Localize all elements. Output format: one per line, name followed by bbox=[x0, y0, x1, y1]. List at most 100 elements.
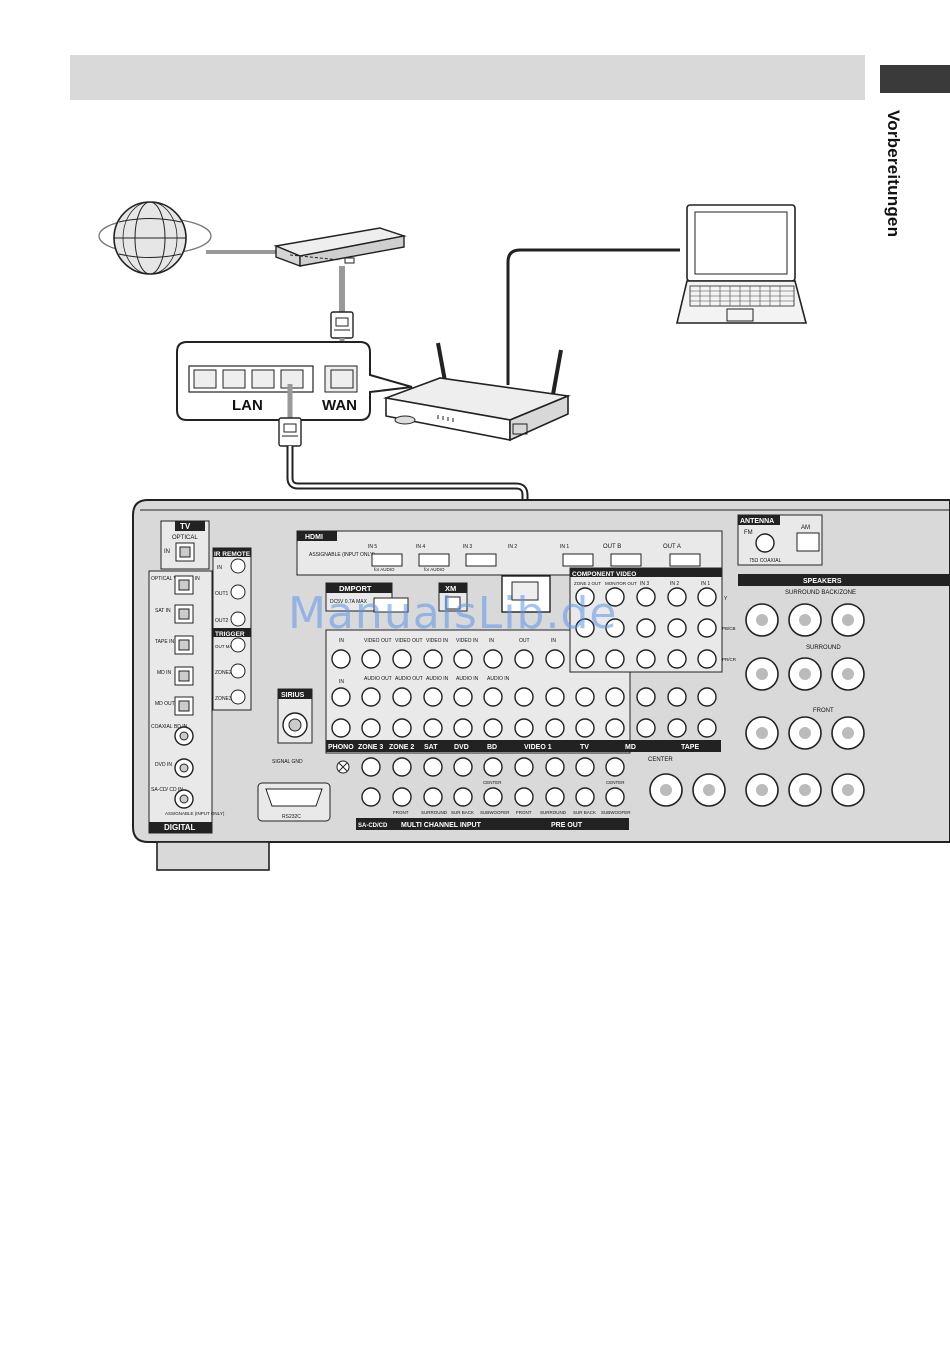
svg-text:IN 2: IN 2 bbox=[508, 544, 517, 550]
svg-text:OUT1: OUT1 bbox=[215, 591, 229, 597]
svg-text:SUR BACK: SUR BACK bbox=[573, 810, 596, 815]
svg-text:IN 5: IN 5 bbox=[368, 544, 377, 550]
svg-text:SURROUND: SURROUND bbox=[806, 645, 841, 651]
svg-text:CENTER: CENTER bbox=[483, 780, 502, 785]
svg-text:MULTI CHANNEL INPUT: MULTI CHANNEL INPUT bbox=[401, 822, 482, 829]
svg-text:AUDIO OUT: AUDIO OUT bbox=[364, 676, 392, 682]
svg-text:SIRIUS: SIRIUS bbox=[281, 692, 305, 699]
header-band bbox=[70, 55, 865, 100]
svg-text:VIDEO IN: VIDEO IN bbox=[456, 638, 478, 644]
svg-text:MD IN: MD IN bbox=[157, 670, 172, 676]
svg-text:ASSIGNABLE (INPUT ONLY): ASSIGNABLE (INPUT ONLY) bbox=[309, 552, 375, 558]
svg-text:SIGNAL GND: SIGNAL GND bbox=[272, 759, 303, 765]
svg-text:DC5V 0.7A MAX: DC5V 0.7A MAX bbox=[330, 599, 368, 605]
svg-text:VIDEO 1: VIDEO 1 bbox=[524, 744, 552, 751]
svg-text:SURROUND: SURROUND bbox=[421, 810, 448, 815]
svg-text:SUBWOOFER: SUBWOOFER bbox=[601, 810, 631, 815]
svg-text:75Ω COAXIAL: 75Ω COAXIAL bbox=[749, 558, 782, 564]
svg-text:OUT MAIN: OUT MAIN bbox=[215, 644, 237, 649]
svg-text:IR REMOTE: IR REMOTE bbox=[214, 551, 251, 558]
svg-text:ZONE 3: ZONE 3 bbox=[358, 744, 383, 751]
router-icon bbox=[382, 342, 572, 442]
svg-text:ANTENNA: ANTENNA bbox=[740, 518, 774, 525]
svg-text:ASSIGNABLE (INPUT ONLY): ASSIGNABLE (INPUT ONLY) bbox=[165, 811, 225, 816]
svg-text:SUBWOOFER: SUBWOOFER bbox=[480, 810, 510, 815]
svg-text:SAT IN: SAT IN bbox=[155, 608, 171, 614]
receiver-back-panel: TV OPTICAL IN DIGITAL OPTICAL VIDEO 1 IN… bbox=[132, 499, 950, 871]
svg-text:IN 3: IN 3 bbox=[463, 544, 472, 550]
svg-text:COMPONENT VIDEO: COMPONENT VIDEO bbox=[572, 571, 636, 578]
svg-text:COAXIAL BD IN: COAXIAL BD IN bbox=[151, 724, 188, 730]
svg-text:XM: XM bbox=[445, 584, 456, 593]
digital-port-list: OPTICAL VIDEO 1 IN SAT IN TAPE IN MD IN … bbox=[151, 575, 225, 816]
section-tab bbox=[880, 65, 950, 93]
svg-text:IN: IN bbox=[551, 638, 556, 644]
svg-text:TV: TV bbox=[580, 744, 589, 751]
svg-text:DMPORT: DMPORT bbox=[339, 584, 372, 593]
svg-text:MD: MD bbox=[625, 744, 636, 751]
svg-text:FRONT: FRONT bbox=[516, 810, 532, 815]
svg-text:FRONT: FRONT bbox=[813, 708, 834, 714]
svg-text:VIDEO OUT: VIDEO OUT bbox=[364, 638, 392, 644]
svg-text:SURROUND: SURROUND bbox=[540, 810, 567, 815]
svg-text:ZONE 2: ZONE 2 bbox=[389, 744, 414, 751]
svg-text:IN 4: IN 4 bbox=[416, 544, 425, 550]
svg-text:VIDEO OUT: VIDEO OUT bbox=[395, 638, 423, 644]
rj45-plug-lan bbox=[278, 417, 302, 447]
svg-text:PRE OUT: PRE OUT bbox=[551, 822, 583, 829]
laptop-icon bbox=[675, 204, 808, 324]
svg-text:VIDEO IN: VIDEO IN bbox=[426, 638, 448, 644]
svg-text:IN: IN bbox=[217, 565, 222, 571]
svg-text:IN 2: IN 2 bbox=[670, 581, 679, 587]
svg-text:HDMI: HDMI bbox=[305, 534, 323, 541]
svg-text:for AUDIO: for AUDIO bbox=[374, 567, 395, 572]
svg-text:OPTICAL: OPTICAL bbox=[172, 535, 198, 541]
svg-text:IN: IN bbox=[489, 638, 494, 644]
svg-text:DVD: DVD bbox=[454, 744, 469, 751]
svg-text:ZONE3: ZONE3 bbox=[215, 696, 232, 702]
svg-text:TRIGGER: TRIGGER bbox=[215, 631, 245, 638]
svg-text:WAN: WAN bbox=[322, 397, 357, 414]
svg-text:DIGITAL: DIGITAL bbox=[164, 823, 196, 832]
svg-text:TAPE: TAPE bbox=[681, 744, 699, 751]
svg-text:CENTER: CENTER bbox=[606, 780, 625, 785]
svg-text:for AUDIO: for AUDIO bbox=[424, 567, 445, 572]
svg-text:SUR BACK: SUR BACK bbox=[451, 810, 474, 815]
svg-text:IN: IN bbox=[164, 549, 170, 555]
section-label: Vorbereitungen bbox=[884, 110, 903, 238]
svg-text:OUT B: OUT B bbox=[603, 544, 621, 550]
svg-text:ZONE 2 OUT: ZONE 2 OUT bbox=[574, 581, 601, 586]
svg-text:OUT: OUT bbox=[519, 638, 530, 644]
svg-text:SPEAKERS: SPEAKERS bbox=[803, 578, 842, 585]
svg-text:AM: AM bbox=[801, 525, 810, 531]
router-port-callout: LAN WAN bbox=[176, 341, 413, 421]
modem-icon bbox=[273, 227, 407, 268]
svg-text:IN 1: IN 1 bbox=[560, 544, 569, 550]
svg-text:IN: IN bbox=[339, 638, 344, 644]
svg-text:TAPE IN: TAPE IN bbox=[155, 639, 174, 645]
svg-text:SAT: SAT bbox=[424, 744, 438, 751]
svg-text:SA-CD/CD: SA-CD/CD bbox=[358, 823, 388, 829]
svg-text:PHONO: PHONO bbox=[328, 744, 354, 751]
svg-text:PR/CR: PR/CR bbox=[722, 657, 737, 662]
svg-text:OUT A: OUT A bbox=[663, 544, 681, 550]
svg-text:IN: IN bbox=[339, 679, 344, 685]
svg-text:FRONT: FRONT bbox=[393, 810, 409, 815]
svg-text:IN 3: IN 3 bbox=[640, 581, 649, 587]
svg-text:LAN: LAN bbox=[232, 397, 263, 414]
svg-text:TV: TV bbox=[180, 522, 191, 531]
svg-text:MD OUT: MD OUT bbox=[155, 701, 175, 707]
watermark: ManualsLib.de bbox=[288, 588, 618, 639]
svg-text:AUDIO IN: AUDIO IN bbox=[487, 676, 510, 682]
svg-text:FM: FM bbox=[744, 530, 753, 536]
rj45-plug-top bbox=[330, 311, 354, 339]
svg-text:AUDIO IN: AUDIO IN bbox=[456, 676, 479, 682]
svg-text:RS232C: RS232C bbox=[282, 814, 301, 820]
svg-text:CENTER: CENTER bbox=[648, 757, 673, 763]
svg-text:Y: Y bbox=[724, 596, 728, 602]
svg-text:OUT2: OUT2 bbox=[215, 618, 229, 624]
svg-text:MONITOR OUT: MONITOR OUT bbox=[605, 581, 637, 586]
svg-text:PB/CB: PB/CB bbox=[722, 626, 736, 631]
svg-text:DVD IN: DVD IN bbox=[155, 762, 172, 768]
